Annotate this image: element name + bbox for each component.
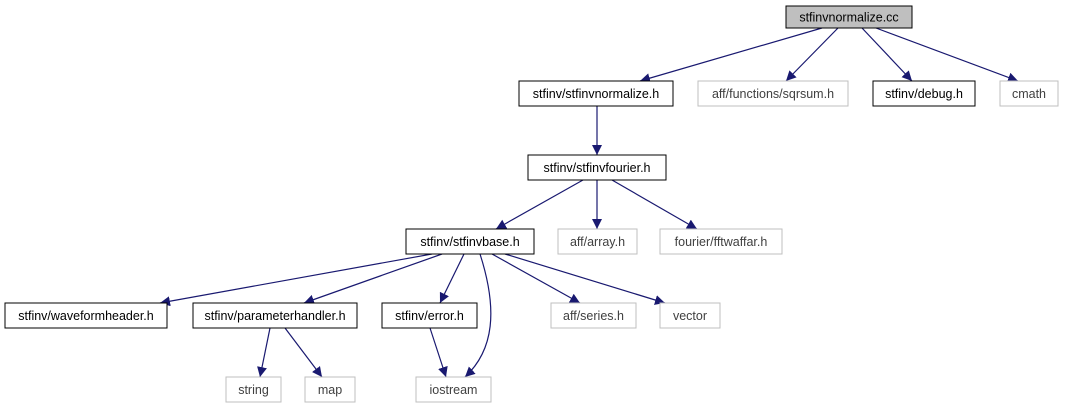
node-label: vector	[673, 309, 707, 323]
node-box	[4, 302, 168, 329]
node-parameterhandler[interactable]: stfinv/parameterhandler.h	[192, 302, 358, 329]
node-label: stfinv/stfinvnormalize.h	[533, 87, 659, 101]
edge-parameterhandler-to-string	[257, 327, 271, 378]
node-box	[872, 80, 976, 107]
node-label: aff/functions/sqrsum.h	[712, 87, 834, 101]
node-label: fourier/fftwaffar.h	[675, 235, 768, 249]
node-box	[999, 80, 1059, 107]
node-error[interactable]: stfinv/error.h	[381, 302, 478, 329]
edge-root-to-stfinvnormalize_h	[639, 27, 823, 84]
edge-error-to-iostream	[429, 327, 448, 378]
node-stfinvnormalize_h[interactable]: stfinv/stfinvnormalize.h	[518, 80, 674, 107]
node-label: stfinv/debug.h	[885, 87, 963, 101]
node-label: string	[238, 383, 269, 397]
node-box	[785, 5, 913, 29]
node-label: stfinv/waveformheader.h	[18, 309, 154, 323]
node-label: aff/series.h	[563, 309, 624, 323]
node-iostream: iostream	[415, 376, 492, 403]
node-string: string	[225, 376, 282, 403]
edge-root-to-cmath	[875, 27, 1019, 83]
node-box	[405, 228, 535, 255]
edge-base_h-to-series	[491, 253, 581, 304]
edge-parameterhandler-to-map	[284, 327, 323, 378]
node-root: stfinvnormalize.cc	[785, 5, 913, 29]
node-box	[550, 302, 637, 329]
node-box	[557, 228, 638, 255]
node-box	[697, 80, 849, 107]
node-label: iostream	[430, 383, 478, 397]
node-vector: vector	[659, 302, 721, 329]
node-map: map	[304, 376, 356, 403]
node-label: aff/array.h	[570, 235, 625, 249]
node-label: stfinvnormalize.cc	[799, 11, 898, 25]
node-box	[659, 302, 721, 329]
node-box	[304, 376, 356, 403]
edge-root-to-debug	[861, 27, 913, 82]
node-debug[interactable]: stfinv/debug.h	[872, 80, 976, 107]
node-waveformheader[interactable]: stfinv/waveformheader.h	[4, 302, 168, 329]
edge-base_h-to-iostream	[464, 253, 492, 378]
edges-layer	[159, 27, 1019, 378]
nodes-layer: stfinvnormalize.cc stfinv/stfinvnormalize…	[4, 5, 1059, 403]
node-box	[225, 376, 282, 403]
node-label: stfinv/parameterhandler.h	[204, 309, 345, 323]
node-box	[192, 302, 358, 329]
node-fourier_h[interactable]: stfinv/stfinvfourier.h	[527, 154, 667, 181]
edge-base_h-to-error	[439, 253, 465, 304]
edge-base_h-to-vector	[504, 253, 666, 305]
node-box	[659, 228, 783, 255]
node-label: map	[318, 383, 342, 397]
node-box	[518, 80, 674, 107]
edge-fourier_h-to-base_h	[495, 179, 584, 230]
node-fftwaffar: fourier/fftwaffar.h	[659, 228, 783, 255]
node-array: aff/array.h	[557, 228, 638, 255]
edge-root-to-sqrsum	[785, 27, 839, 82]
node-label: stfinv/stfinvbase.h	[420, 235, 519, 249]
node-series: aff/series.h	[550, 302, 637, 329]
edge-fourier_h-to-fftwaffar	[611, 179, 698, 230]
node-label: cmath	[1012, 87, 1046, 101]
node-box	[527, 154, 667, 181]
edge-base_h-to-parameterhandler	[303, 253, 443, 305]
node-base_h[interactable]: stfinv/stfinvbase.h	[405, 228, 535, 255]
node-box	[415, 376, 492, 403]
node-label: stfinv/stfinvfourier.h	[544, 161, 651, 175]
edge-base_h-to-waveformheader	[159, 253, 433, 307]
node-label: stfinv/error.h	[395, 309, 464, 323]
node-sqrsum: aff/functions/sqrsum.h	[697, 80, 849, 107]
node-cmath: cmath	[999, 80, 1059, 107]
node-box	[381, 302, 478, 329]
